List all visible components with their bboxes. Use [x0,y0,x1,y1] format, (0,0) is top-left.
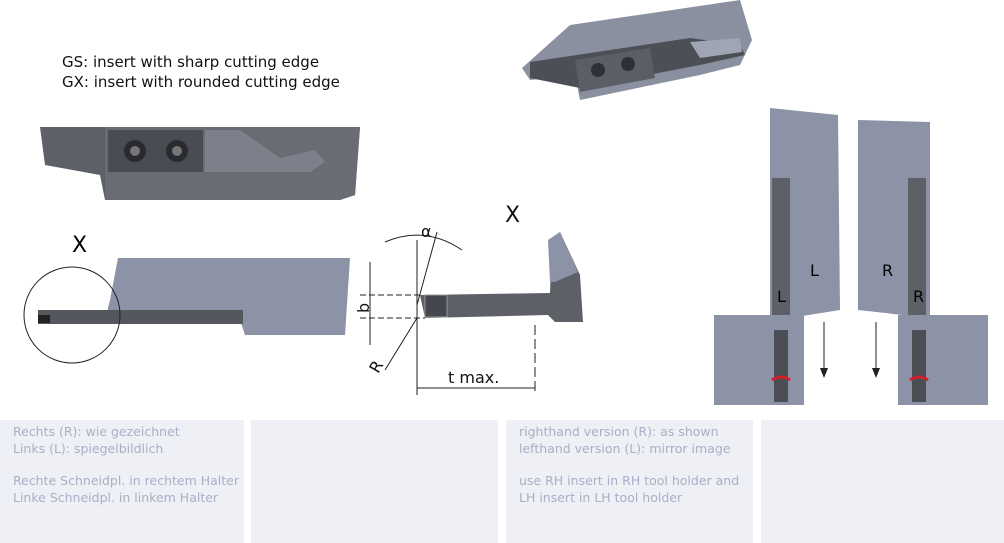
tool-holder-top-view: X [23,233,350,364]
de-line-3: Rechte Schneidpl. in rechtem Halter [13,473,240,488]
detail-x-label-left: X [72,233,87,258]
tool-holder-side-view [40,127,360,200]
r-label: R [365,357,387,376]
en-line-2: lefthand version (L): mirror image [519,440,731,456]
panel-german: Rechts (R): wie gezeichnet Links (L): sp… [0,420,244,543]
insert-r-label: R [913,287,924,306]
insert-detail-view: X α b R t max. [354,203,583,395]
legend-gx: GX: insert with rounded cutting edge [62,73,340,91]
technical-drawing: X X α b R t max. L [23,0,988,405]
holder-r-label: R [882,261,893,280]
t-max-label: t max. [448,368,499,387]
en-line-1: righthand version (R): as shown [519,424,719,439]
panel-english: righthand version (R): as shown lefthand… [506,420,753,543]
panel-empty-1 [251,420,498,543]
de-line-1: Rechts (R): wie gezeichnet [13,424,180,439]
panel-empty-2 [761,420,1004,543]
de-line-4: Linke Schneidpl. in linkem Halter [13,489,219,505]
legend-gs: GS: insert with sharp cutting edge [62,53,320,71]
de-line-2: Links (L): spiegelbildlich [13,440,164,456]
alpha-label: α [421,222,432,241]
insert-type-legend: GS: insert with sharp cutting edge GX: i… [62,52,340,92]
tool-holder-3d-view [522,0,752,100]
holder-l-label: L [810,261,819,280]
detail-x-label-mid: X [505,203,520,228]
insert-l-label: L [777,287,786,306]
en-line-4: LH insert in LH tool holder [519,489,683,505]
left-right-holder-view: L L R R [714,108,988,405]
en-line-3: use RH insert in RH tool holder and [519,473,740,488]
b-label: b [354,303,373,313]
